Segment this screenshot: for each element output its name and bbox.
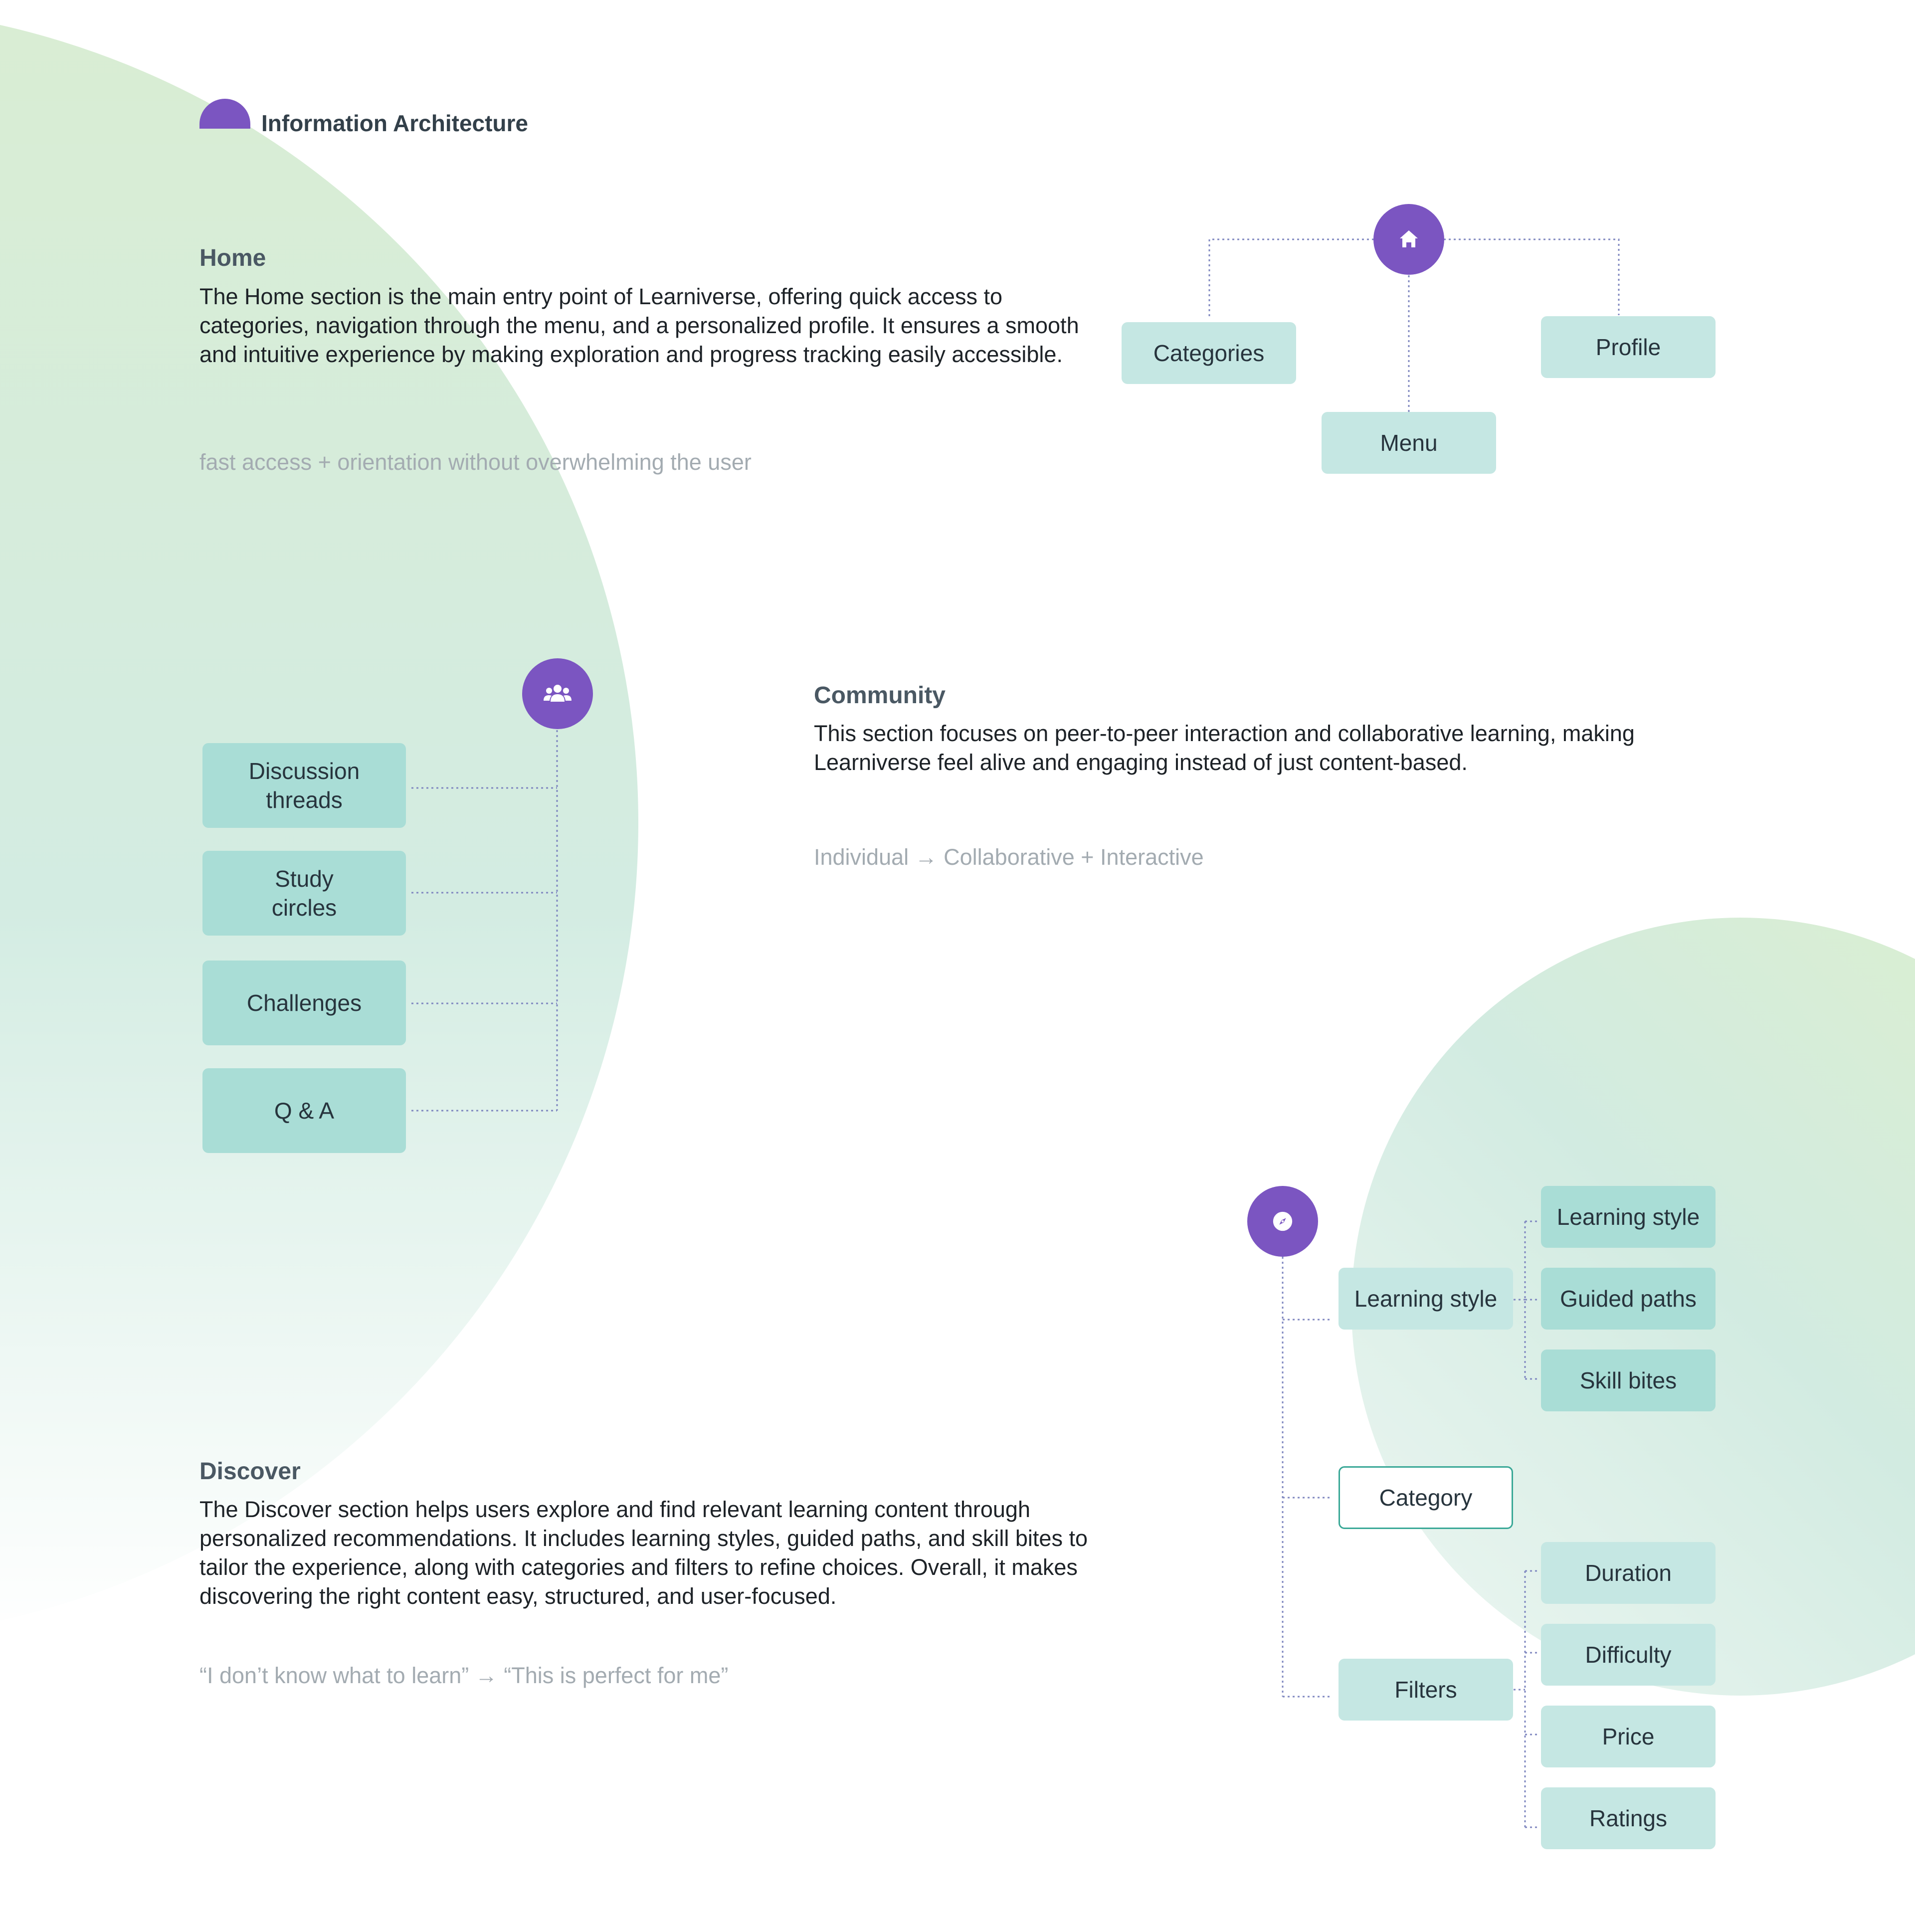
- home-node[interactable]: [1373, 204, 1444, 275]
- compass-icon: [1273, 1211, 1293, 1231]
- node-study-circles-line1: Study: [275, 866, 334, 892]
- node-ratings[interactable]: Ratings: [1541, 1787, 1716, 1849]
- community-section-title: Community: [814, 682, 946, 709]
- node-study-circles-line2: circles: [271, 895, 337, 921]
- node-filters[interactable]: Filters: [1339, 1659, 1513, 1721]
- community-section-note: Individual → Collaborative + Interactive: [814, 844, 1204, 870]
- node-guided-paths[interactable]: Guided paths: [1541, 1268, 1716, 1330]
- node-duration[interactable]: Duration: [1541, 1542, 1716, 1604]
- node-difficulty[interactable]: Difficulty: [1541, 1624, 1716, 1686]
- node-study-circles[interactable]: Study circles: [202, 851, 406, 936]
- node-challenges[interactable]: Challenges: [202, 961, 406, 1045]
- node-qa[interactable]: Q & A: [202, 1068, 406, 1153]
- home-section-body: The Home section is the main entry point…: [199, 284, 1079, 367]
- node-categories[interactable]: Categories: [1122, 322, 1296, 384]
- discover-section-note: “I don’t know what to learn” → “This is …: [199, 1663, 729, 1688]
- page-title: Information Architecture: [261, 110, 529, 136]
- connector-home-profile: [1444, 238, 1620, 315]
- node-sub-learning-style[interactable]: Learning style: [1541, 1186, 1716, 1248]
- home-section-title: Home: [199, 245, 266, 271]
- node-menu[interactable]: Menu: [1322, 412, 1496, 474]
- community-section-body: This section focuses on peer-to-peer int…: [814, 721, 1635, 775]
- node-discussion-threads-line2: threads: [266, 787, 343, 813]
- header-semicircle-icon: [199, 99, 250, 129]
- discover-section-body: The Discover section helps users explore…: [199, 1497, 1088, 1609]
- node-discussion-threads[interactable]: Discussion threads: [202, 743, 406, 828]
- connector-home-categories: [1208, 238, 1374, 317]
- node-category[interactable]: Category: [1339, 1466, 1513, 1529]
- community-node[interactable]: [522, 658, 593, 729]
- node-profile[interactable]: Profile: [1541, 316, 1716, 378]
- node-discussion-threads-line1: Discussion: [248, 758, 360, 784]
- home-section-note: fast access + orientation without overwh…: [199, 449, 752, 475]
- discover-node[interactable]: [1247, 1186, 1318, 1257]
- node-skill-bites[interactable]: Skill bites: [1541, 1350, 1716, 1411]
- discover-section-title: Discover: [199, 1458, 301, 1485]
- home-icon: [1400, 230, 1418, 247]
- node-learning-style[interactable]: Learning style: [1339, 1268, 1513, 1330]
- users-icon: [544, 685, 572, 702]
- node-price[interactable]: Price: [1541, 1706, 1716, 1767]
